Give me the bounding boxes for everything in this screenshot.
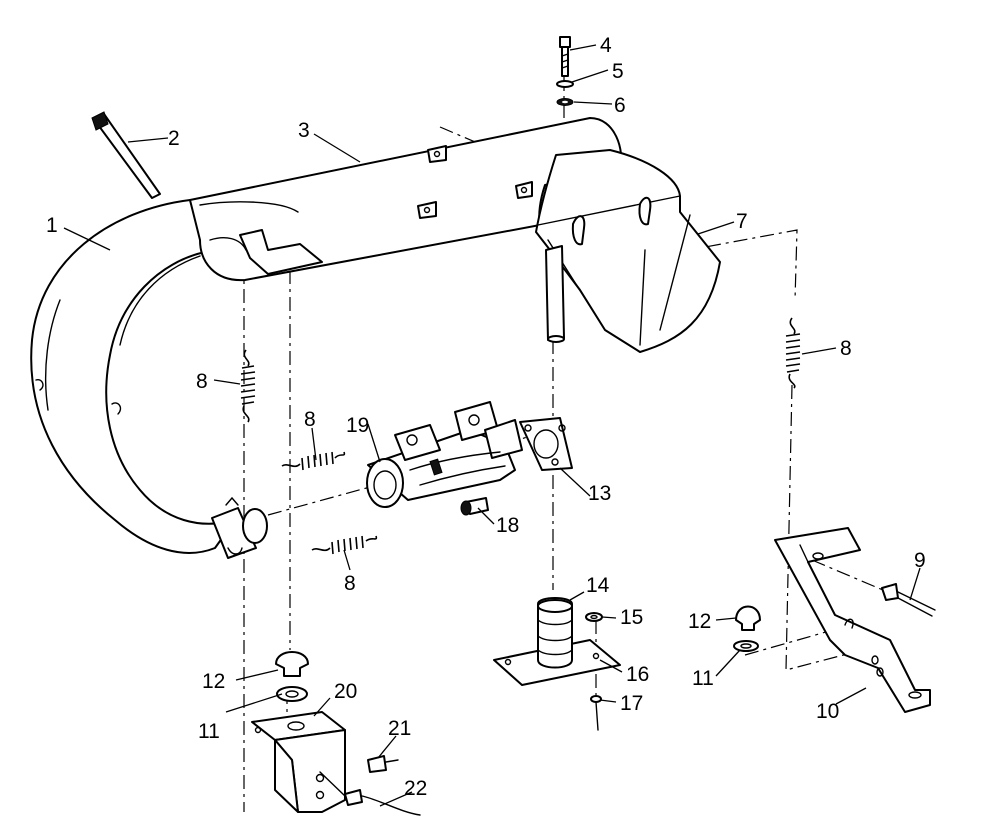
rubber-isolator-mount	[493, 597, 621, 686]
cable-fitting	[367, 755, 399, 773]
callout-8-right: 8	[840, 337, 852, 360]
control-cable	[319, 771, 421, 816]
flat-washer	[556, 98, 574, 106]
callout-19: 19	[346, 414, 369, 437]
callout-9: 9	[914, 549, 926, 572]
manifold-screw	[460, 497, 489, 516]
mount-screw	[590, 695, 602, 731]
spring-left-vertical	[240, 349, 256, 423]
spring-center-lower	[311, 535, 378, 555]
callout-8-left: 8	[196, 370, 208, 393]
callout-16: 16	[626, 663, 649, 686]
callout-5: 5	[612, 60, 624, 83]
callout-2: 2	[168, 127, 180, 150]
outlet-heat-shield	[535, 149, 721, 353]
mounting-bracket-left	[251, 711, 346, 813]
callout-10: 10	[816, 700, 839, 723]
rubber-grommet-left	[275, 651, 309, 677]
callout-7: 7	[736, 210, 748, 233]
callout-13: 13	[588, 482, 611, 505]
callout-8-center-upper: 8	[304, 408, 316, 431]
callout-18: 18	[496, 514, 519, 537]
callout-1: 1	[46, 214, 58, 237]
exhaust-manifold	[366, 401, 523, 508]
callout-12-right: 12	[688, 610, 711, 633]
cable-tie	[91, 111, 161, 199]
callout-20: 20	[334, 680, 357, 703]
exhaust-head-pipe	[30, 199, 268, 559]
bolt	[559, 36, 571, 77]
spring-center-upper	[281, 451, 346, 471]
washer-right	[733, 640, 759, 652]
callout-14: 14	[586, 574, 610, 597]
muffler-body	[189, 117, 623, 282]
callout-3: 3	[298, 119, 310, 142]
throttle-cable	[881, 583, 936, 617]
rubber-grommet-right	[735, 605, 761, 631]
lock-washer	[556, 80, 574, 88]
washer-center	[585, 612, 603, 622]
mounting-bracket-right	[774, 527, 931, 713]
callout-12-left: 12	[202, 670, 225, 693]
spring-right-vertical	[785, 317, 801, 389]
callout-17: 17	[620, 692, 643, 715]
washer-left	[276, 686, 308, 702]
callout-8-center-lower: 8	[344, 572, 356, 595]
callout-22: 22	[404, 777, 427, 800]
callout-labels: 1 2 3 4 5 6 7 8 8 8 8 9 10 11 11 12 12 1…	[46, 34, 926, 800]
callout-11-left: 11	[198, 720, 220, 743]
callout-15: 15	[620, 606, 643, 629]
callout-11-right: 11	[692, 667, 714, 690]
manifold-gasket	[519, 417, 573, 471]
callout-6: 6	[614, 94, 626, 117]
callout-21: 21	[388, 717, 411, 740]
leader-lines	[63, 44, 921, 807]
callout-4: 4	[600, 34, 612, 57]
